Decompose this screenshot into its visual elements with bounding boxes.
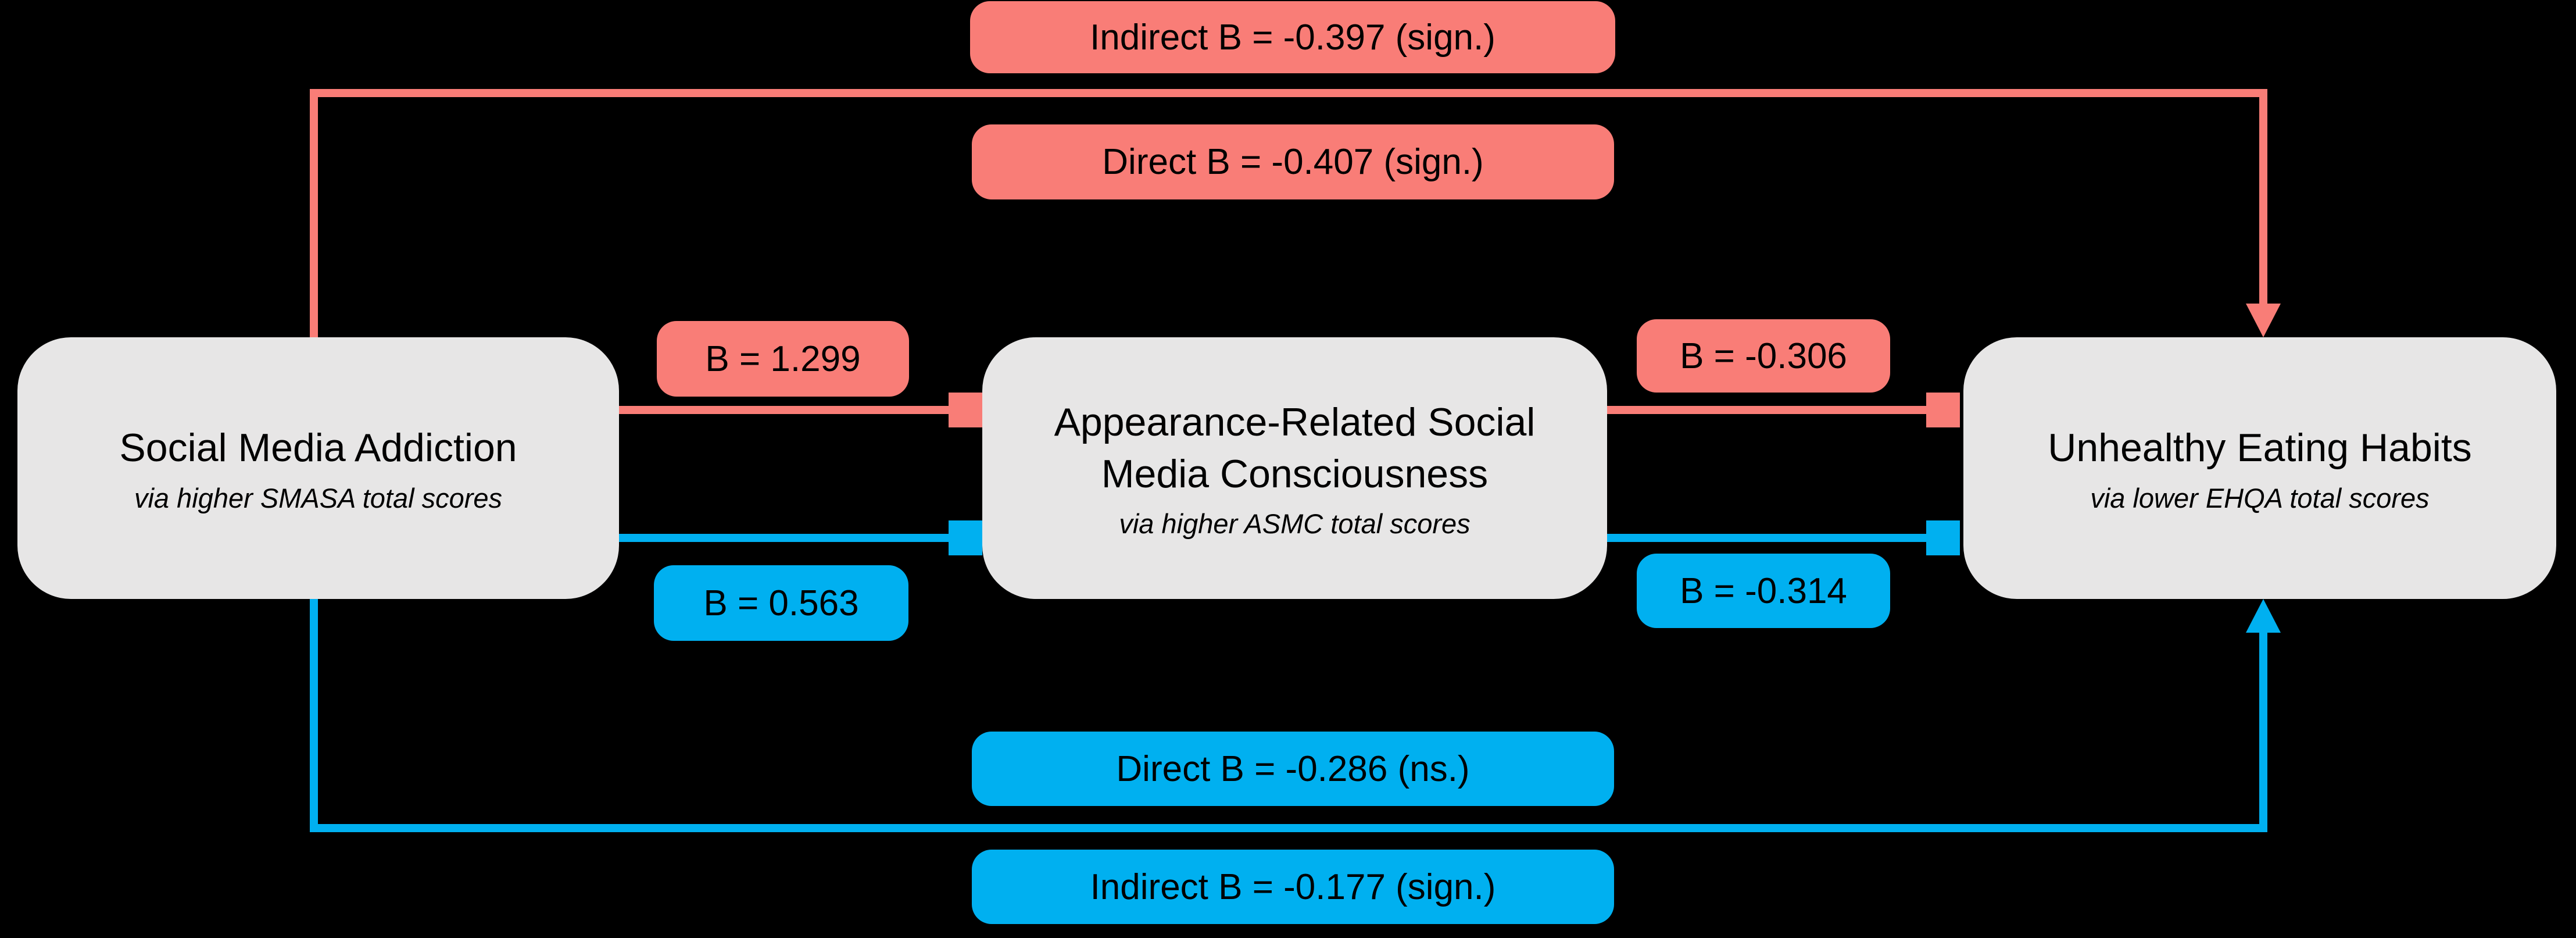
red-b-path-line <box>1607 406 1927 414</box>
red-a-path-line <box>619 406 950 414</box>
blue-bottom-path-right-segment <box>2259 633 2267 832</box>
node-subtitle-smasa: via higher SMASA total scores <box>134 482 503 513</box>
blue-arrowhead-into-outcome-icon <box>2246 599 2281 633</box>
node-title-unhealthy-eating-habits: Unhealthy Eating Habits <box>2048 426 2472 470</box>
label-blue-direct-effect: Direct B = -0.286 (ns.) <box>972 732 1614 806</box>
label-red-a-coefficient: B = 1.299 <box>657 321 909 397</box>
blue-b-path-arrowhead-icon <box>1926 520 1960 555</box>
red-arrowhead-into-outcome-icon <box>2246 304 2281 337</box>
label-red-direct-effect: Direct B = -0.407 (sign.) <box>972 124 1614 199</box>
red-a-path-arrowhead-icon <box>949 393 982 427</box>
node-subtitle-ehqa: via lower EHQA total scores <box>2090 482 2430 513</box>
node-title-social-media-addiction: Social Media Addiction <box>119 426 517 470</box>
label-red-indirect-effect: Indirect B = -0.397 (sign.) <box>970 1 1615 73</box>
blue-b-path-line <box>1607 534 1927 542</box>
node-social-media-addiction: Social Media Addiction via higher SMASA … <box>17 337 619 599</box>
node-title-asmc: Appearance-Related Social Media Consciou… <box>1054 400 1536 496</box>
node-subtitle-asmc: via higher ASMC total scores <box>1119 508 1471 539</box>
node-appearance-related-social-media-consciousness: Appearance-Related Social Media Consciou… <box>982 337 1607 599</box>
blue-bottom-path-left-segment <box>310 599 318 832</box>
blue-bottom-path-horizontal-segment <box>310 824 2267 832</box>
red-b-path-arrowhead-icon <box>1926 393 1960 427</box>
red-top-path-right-segment <box>2259 89 2267 304</box>
red-top-path-left-segment <box>310 89 318 337</box>
node-unhealthy-eating-habits: Unhealthy Eating Habits via lower EHQA t… <box>1963 337 2556 599</box>
label-red-b-coefficient: B = -0.306 <box>1637 319 1890 393</box>
label-blue-indirect-effect: Indirect B = -0.177 (sign.) <box>972 850 1614 924</box>
red-top-path-horizontal-segment <box>310 89 2267 97</box>
label-blue-b-coefficient: B = -0.314 <box>1637 554 1890 628</box>
label-blue-a-coefficient: B = 0.563 <box>654 565 908 641</box>
blue-a-path-arrowhead-icon <box>949 520 982 555</box>
blue-a-path-line <box>619 534 950 542</box>
